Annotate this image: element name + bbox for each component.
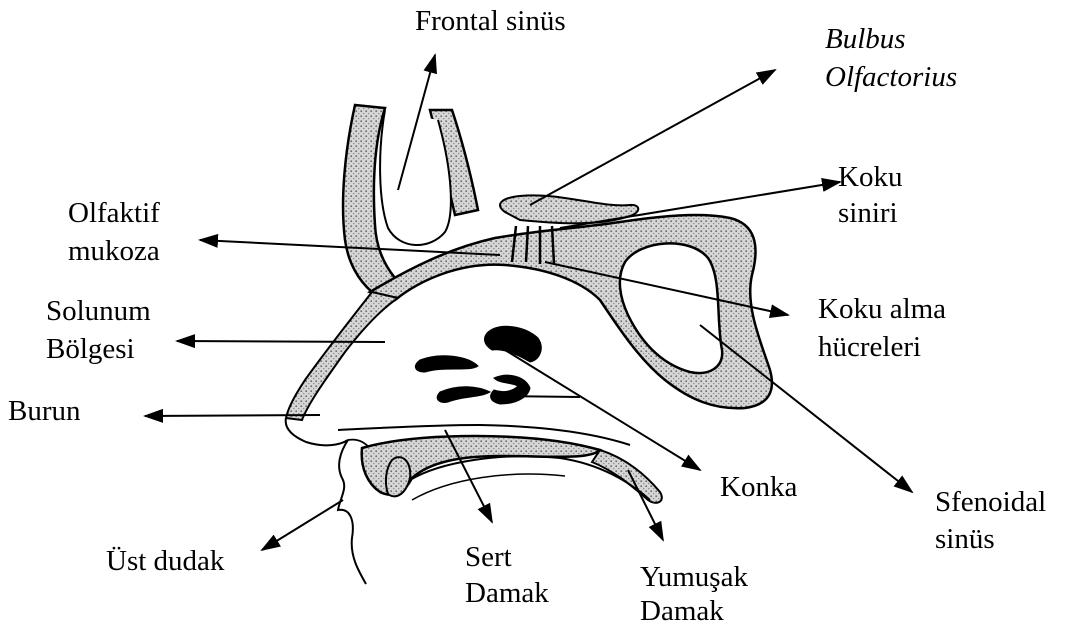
arrow-koku-alma-hucreleri	[545, 262, 788, 315]
label-hucreleri: hücreleri	[818, 330, 921, 364]
label-bolgesi: Bölgesi	[46, 332, 135, 366]
arrow-burun	[145, 415, 320, 416]
label-siniri: siniri	[838, 196, 898, 230]
label-damak-yumusak: Damak	[640, 594, 724, 628]
arrow-koku-siniri	[560, 182, 840, 228]
label-olfaktif: Olfaktif	[68, 196, 160, 230]
label-damak-sert: Damak	[465, 576, 549, 610]
label-koku-alma: Koku alma	[818, 292, 946, 326]
arrow-bulbus-olfactorius	[530, 70, 775, 205]
arrow-ust-dudak	[262, 500, 343, 550]
label-solunum: Solunum	[46, 294, 151, 328]
label-konka: Konka	[720, 470, 797, 504]
arrow-frontal-sinus	[398, 55, 435, 190]
label-sert: Sert	[465, 540, 512, 574]
label-olfactorius: Olfactorius	[825, 60, 957, 94]
arrow-sert-damak	[445, 430, 492, 522]
label-frontal-sinus: Frontal sinüs	[415, 4, 566, 38]
label-yumusak: Yumuşak	[640, 560, 748, 594]
arrow-olfaktif-mukoza	[200, 240, 500, 255]
label-bulbus: Bulbus	[825, 22, 906, 56]
arrow-konka-lower	[500, 396, 580, 397]
label-mukoza: mukoza	[68, 234, 160, 268]
arrow-yumusak-damak	[628, 470, 663, 540]
label-burun: Burun	[8, 394, 81, 428]
label-sfenoidal: Sfenoidal	[935, 485, 1046, 519]
arrow-solunum-bolgesi	[177, 341, 385, 342]
label-sinus: sinüs	[935, 522, 995, 556]
label-koku: Koku	[838, 160, 902, 194]
label-ust-dudak: Üst dudak	[106, 544, 224, 578]
arrow-konka	[505, 350, 700, 470]
